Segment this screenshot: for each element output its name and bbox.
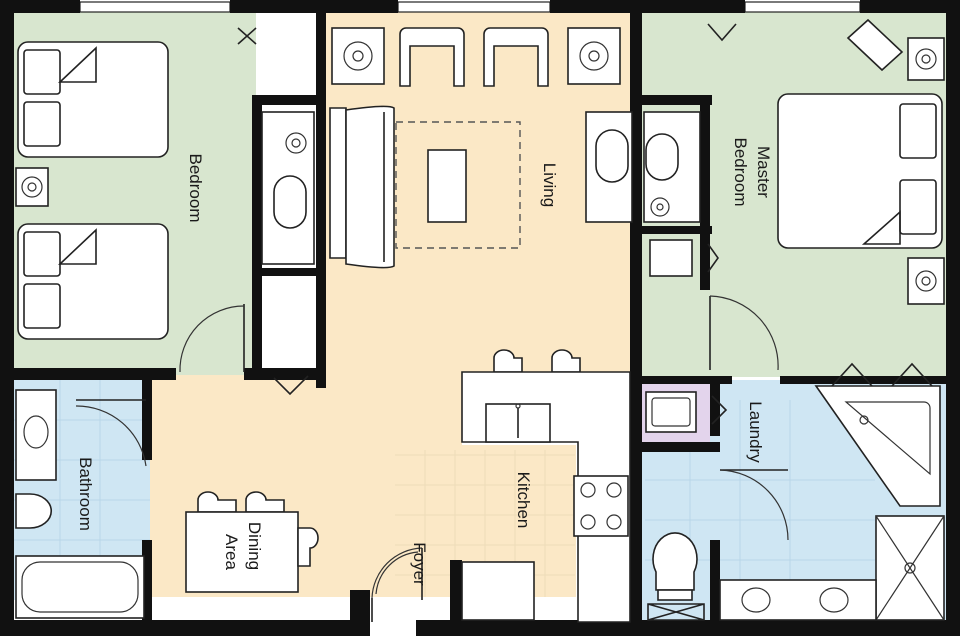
wall-bath-right xyxy=(142,380,152,460)
bed-lower xyxy=(17,223,169,340)
coffee-table xyxy=(427,149,467,223)
wall-left xyxy=(0,0,14,636)
living-desk xyxy=(585,111,633,223)
wall-master-closet-2 xyxy=(642,226,712,234)
wall-foyer-left xyxy=(350,590,370,636)
wall-top-4 xyxy=(860,0,960,13)
wall-living-master xyxy=(630,0,642,380)
laundry-unit xyxy=(645,391,728,433)
bathtub-left xyxy=(15,555,145,619)
label-master-line2: Bedroom xyxy=(731,138,750,207)
kitchen-tile-grid xyxy=(395,450,575,597)
wall-bottom-1 xyxy=(0,620,370,636)
label-bathroom: Bathroom xyxy=(76,457,95,531)
master-armchair xyxy=(846,18,904,72)
wall-right xyxy=(946,0,960,636)
closet-door-left-bed xyxy=(237,27,309,396)
master-toilet xyxy=(647,532,705,621)
label-laundry: Laundry xyxy=(746,401,765,463)
wall-bed-living-a xyxy=(316,0,326,388)
wall-top-1 xyxy=(0,0,80,13)
label-living: Living xyxy=(540,163,559,207)
vanity-left xyxy=(15,389,57,481)
master-nightstand-top xyxy=(907,37,945,81)
label-master-line1: Master xyxy=(754,146,773,198)
master-bed xyxy=(777,93,943,249)
label-dining-line2: Area xyxy=(222,534,241,570)
wall-laundry-bottom xyxy=(642,442,720,452)
corner-tub xyxy=(814,362,941,507)
shower xyxy=(875,515,945,621)
wall-top-3 xyxy=(550,0,745,13)
wall-master-closet-3 xyxy=(700,95,710,290)
label-kitchen: Kitchen xyxy=(514,472,533,529)
window-master xyxy=(744,1,861,13)
master-nightstand-bottom xyxy=(907,257,945,305)
left-bath-fixtures xyxy=(15,389,147,619)
nightstand-lamp-left xyxy=(15,167,49,207)
wall-top-2 xyxy=(230,0,398,13)
wall-closet-mid xyxy=(252,268,326,276)
refrigerator xyxy=(461,561,535,621)
master-closet xyxy=(643,23,737,277)
dining-table xyxy=(185,511,299,593)
wall-bath-right-b xyxy=(142,540,152,636)
living-armchairs xyxy=(331,27,621,87)
wall-bed-bath xyxy=(0,368,176,380)
living-sofa xyxy=(329,105,395,269)
entry-door xyxy=(371,547,423,622)
toilet-left xyxy=(15,493,53,529)
wall-bed-bath-b xyxy=(244,368,326,380)
dining-set xyxy=(185,491,319,593)
bedroom-dresser xyxy=(261,111,315,265)
wall-bed-closet xyxy=(252,95,262,380)
window-left-bedroom xyxy=(79,1,231,13)
label-foyer: Foyer xyxy=(410,542,429,586)
kitchen-stove xyxy=(573,475,629,537)
living-rug xyxy=(395,121,521,249)
wall-master-bath-top-b xyxy=(780,376,960,384)
wall-closet-top xyxy=(252,95,326,105)
wall-master-closet xyxy=(642,95,712,105)
wall-toilet-room-right xyxy=(710,540,720,636)
label-bedroom: Bedroom xyxy=(186,154,205,223)
master-door xyxy=(709,295,779,371)
bar-stools xyxy=(493,349,581,373)
master-bath-door xyxy=(719,469,789,541)
wall-bottom-2 xyxy=(416,620,960,636)
label-dining-line1: Dining xyxy=(245,522,264,570)
wall-foyer-right xyxy=(450,560,462,636)
wall-laundry-right xyxy=(710,376,720,436)
wall-master-bath-top xyxy=(642,376,732,384)
kitchen-counter xyxy=(461,371,631,623)
double-vanity xyxy=(719,579,877,621)
wall-kitchen-right xyxy=(630,380,642,636)
window-living xyxy=(397,1,551,13)
bed-upper xyxy=(17,41,169,158)
bedroom-door xyxy=(179,304,245,373)
